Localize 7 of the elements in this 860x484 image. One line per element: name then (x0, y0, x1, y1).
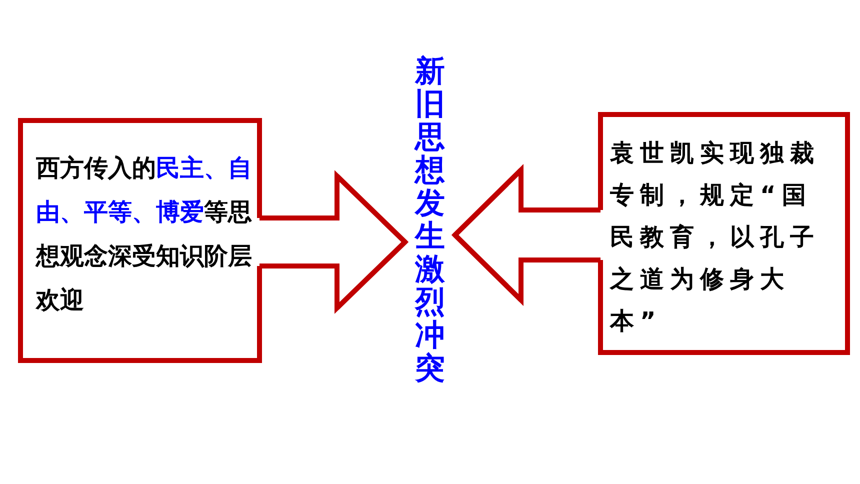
callout-text: 袁世凯实现独裁专制，规定“国民教育，以孔子之道为修身大本” (610, 138, 821, 337)
callout-box (598, 112, 850, 355)
callout-text: 西方传入的民主、自由、平等、博爱等思想观念深受知识阶层欢迎 (36, 153, 252, 316)
block-arrow (257, 170, 409, 314)
callout-box (18, 118, 262, 363)
block-arrow (451, 164, 603, 306)
vertical-heading: 新旧思想发生激烈冲突 (415, 55, 445, 385)
